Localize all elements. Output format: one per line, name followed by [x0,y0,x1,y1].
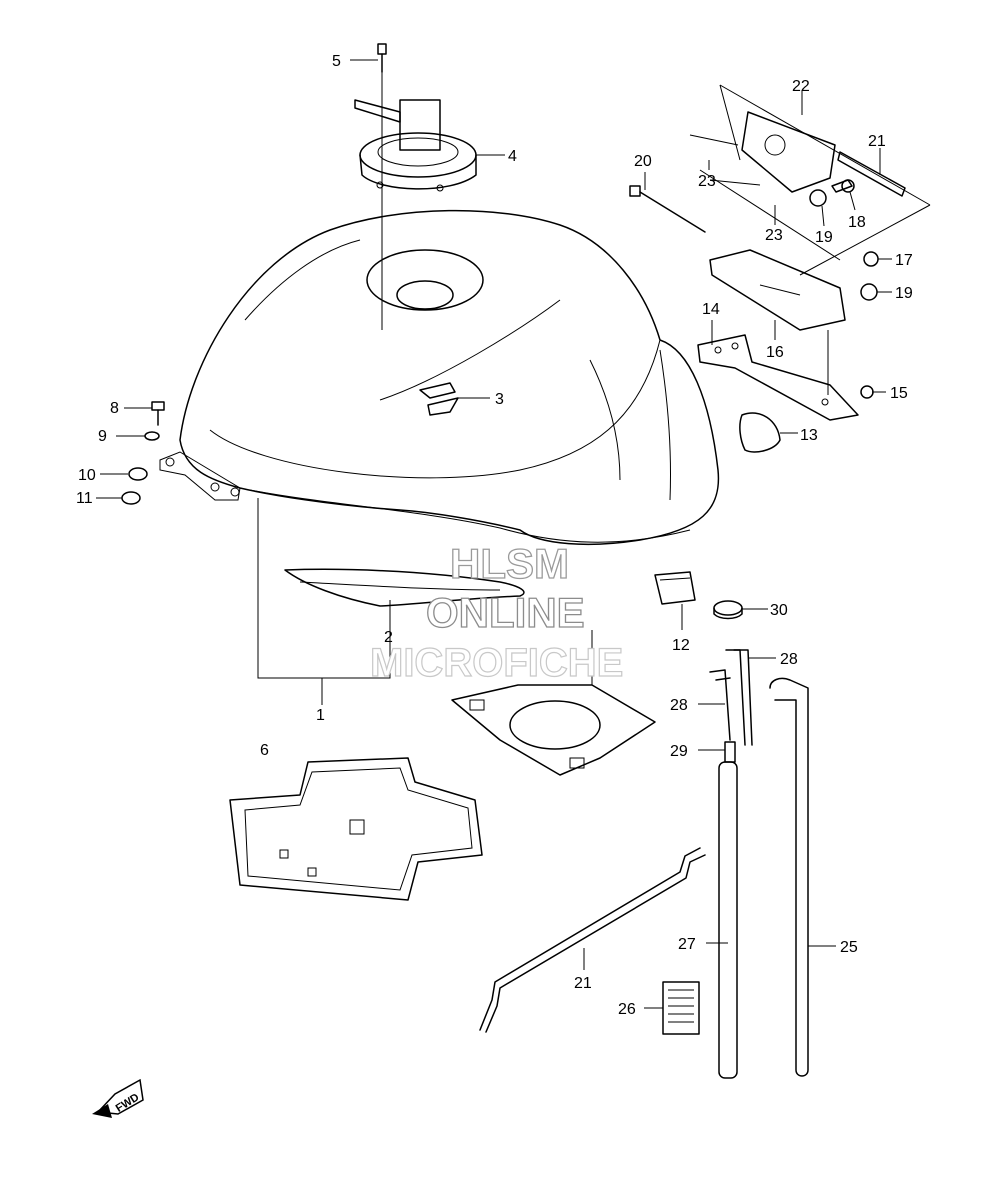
callout-9: 9 [98,428,107,445]
callout-15: 15 [890,385,908,402]
callout-25: 25 [840,939,858,956]
long-bolt-20 [629,185,706,233]
bracket-16 [709,249,846,331]
bracket-14 [697,334,859,421]
leader-lines [96,59,931,1009]
callout-13: 13 [800,427,818,444]
watermark-line-3: MICROFICHE [370,641,623,685]
fuel-tank [159,209,720,546]
bolt-part-5 [377,43,387,73]
callout-26: 26 [618,1001,636,1018]
callout-17: 17 [895,252,913,269]
watermark-line-1: HLSM [450,540,569,587]
callout-3: 3 [495,391,504,408]
rubber-cushion-12 [654,571,696,605]
callout-5: 5 [332,53,341,70]
callout-numbers: 1 2 3 4 5 6 8 9 10 11 12 13 14 15 16 17 … [76,53,913,1018]
fuel-cap-assembly [354,99,477,192]
tank-under-cover [229,757,483,901]
callout-2: 2 [384,629,393,646]
callout-19-right: 19 [895,285,913,302]
callout-8: 8 [110,400,119,417]
hose-28 [709,649,753,746]
tank-side-stripe [284,568,525,607]
joint-29 [724,741,736,763]
label-sheet-26 [662,981,700,1035]
callout-22: 22 [792,78,810,95]
callout-21-bottom: 21 [574,975,592,992]
front-direction-marker: FWD [92,1078,144,1118]
rear-bracket-22 [689,84,906,207]
callout-12: 12 [672,637,690,654]
callout-6: 6 [260,742,269,759]
watermark: HLSM ONLINE MICROFICHE [369,539,624,685]
pump-gasket-plate [451,684,656,776]
callout-23-extra: 23 [765,227,783,244]
bolt-8 [151,401,165,426]
support-rod-21 [479,847,706,1033]
hose-27 [718,761,738,1079]
callout-28-top: 28 [780,651,798,668]
callout-10: 10 [78,467,96,484]
callout-16: 16 [766,344,784,361]
washer-9 [144,431,160,441]
callout-28-left: 28 [670,697,688,714]
callout-20: 20 [634,153,652,170]
hose-25 [769,677,809,1077]
tank-emblem [419,382,459,416]
callout-1: 1 [316,707,325,724]
callout-21-top: 21 [868,133,886,150]
nut-19 [860,283,878,301]
callout-23-mid: 23 [698,173,716,190]
nut-11 [121,491,141,505]
callout-29: 29 [670,743,688,760]
screw-15 [860,385,874,399]
watermark-line-2: ONLINE [426,589,585,636]
cushion-13 [739,412,781,453]
bolt-18 [841,179,855,193]
callout-19-top: 19 [815,229,833,246]
nut-10 [128,467,148,481]
callout-11: 11 [76,490,93,507]
grommet-30 [713,600,743,620]
callout-30: 30 [770,602,788,619]
callout-4: 4 [508,148,517,165]
screw-17 [863,251,879,267]
callout-27: 27 [678,936,696,953]
callout-18: 18 [848,214,866,231]
callout-14: 14 [702,301,720,318]
